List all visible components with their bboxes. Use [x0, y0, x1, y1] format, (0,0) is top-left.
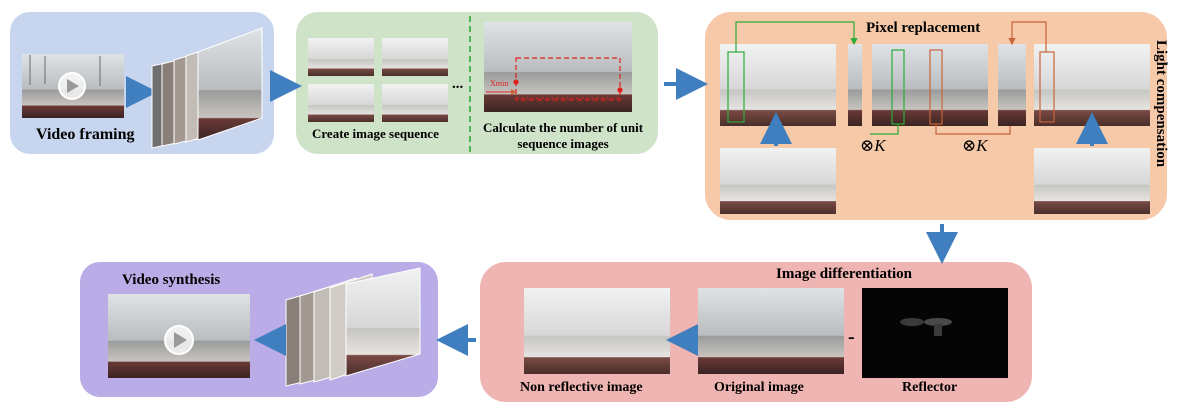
original-image-label: Original image	[714, 380, 804, 395]
otimes-k-label-1: ⊗K	[860, 136, 886, 155]
video-framing-label: Video framing	[36, 126, 135, 143]
compensation-images	[720, 44, 1150, 214]
calculate-units-label: Calculate the number of unit sequence im…	[482, 120, 644, 151]
minus-label: -	[848, 326, 855, 348]
framing-stacked-frames	[151, 27, 263, 149]
pixel-replacement-connectors	[727, 21, 1055, 135]
non-reflective-label: Non reflective image	[520, 380, 643, 395]
light-compensation-label: Light compensation	[1153, 40, 1169, 168]
reflector-label: Reflector	[902, 380, 958, 395]
differentiation-images	[524, 288, 1008, 378]
synthesis-stacked-frames	[285, 267, 421, 387]
sequence-thumbnails	[308, 38, 448, 122]
image-differentiation-label: Image differentiation	[776, 266, 912, 282]
ellipsis-label: ...	[452, 76, 464, 92]
video-synthesis-label: Video synthesis	[122, 272, 221, 288]
pixel-replacement-label: Pixel replacement	[866, 20, 981, 36]
create-sequence-label: Create image sequence	[312, 126, 439, 141]
otimes-k-label-2: ⊗K	[962, 136, 988, 155]
framing-video-thumbnail	[22, 54, 124, 118]
xmin-label: Xmin	[490, 79, 509, 88]
synthesis-video-thumbnail	[108, 294, 250, 378]
unit-calculation-image	[484, 22, 632, 112]
